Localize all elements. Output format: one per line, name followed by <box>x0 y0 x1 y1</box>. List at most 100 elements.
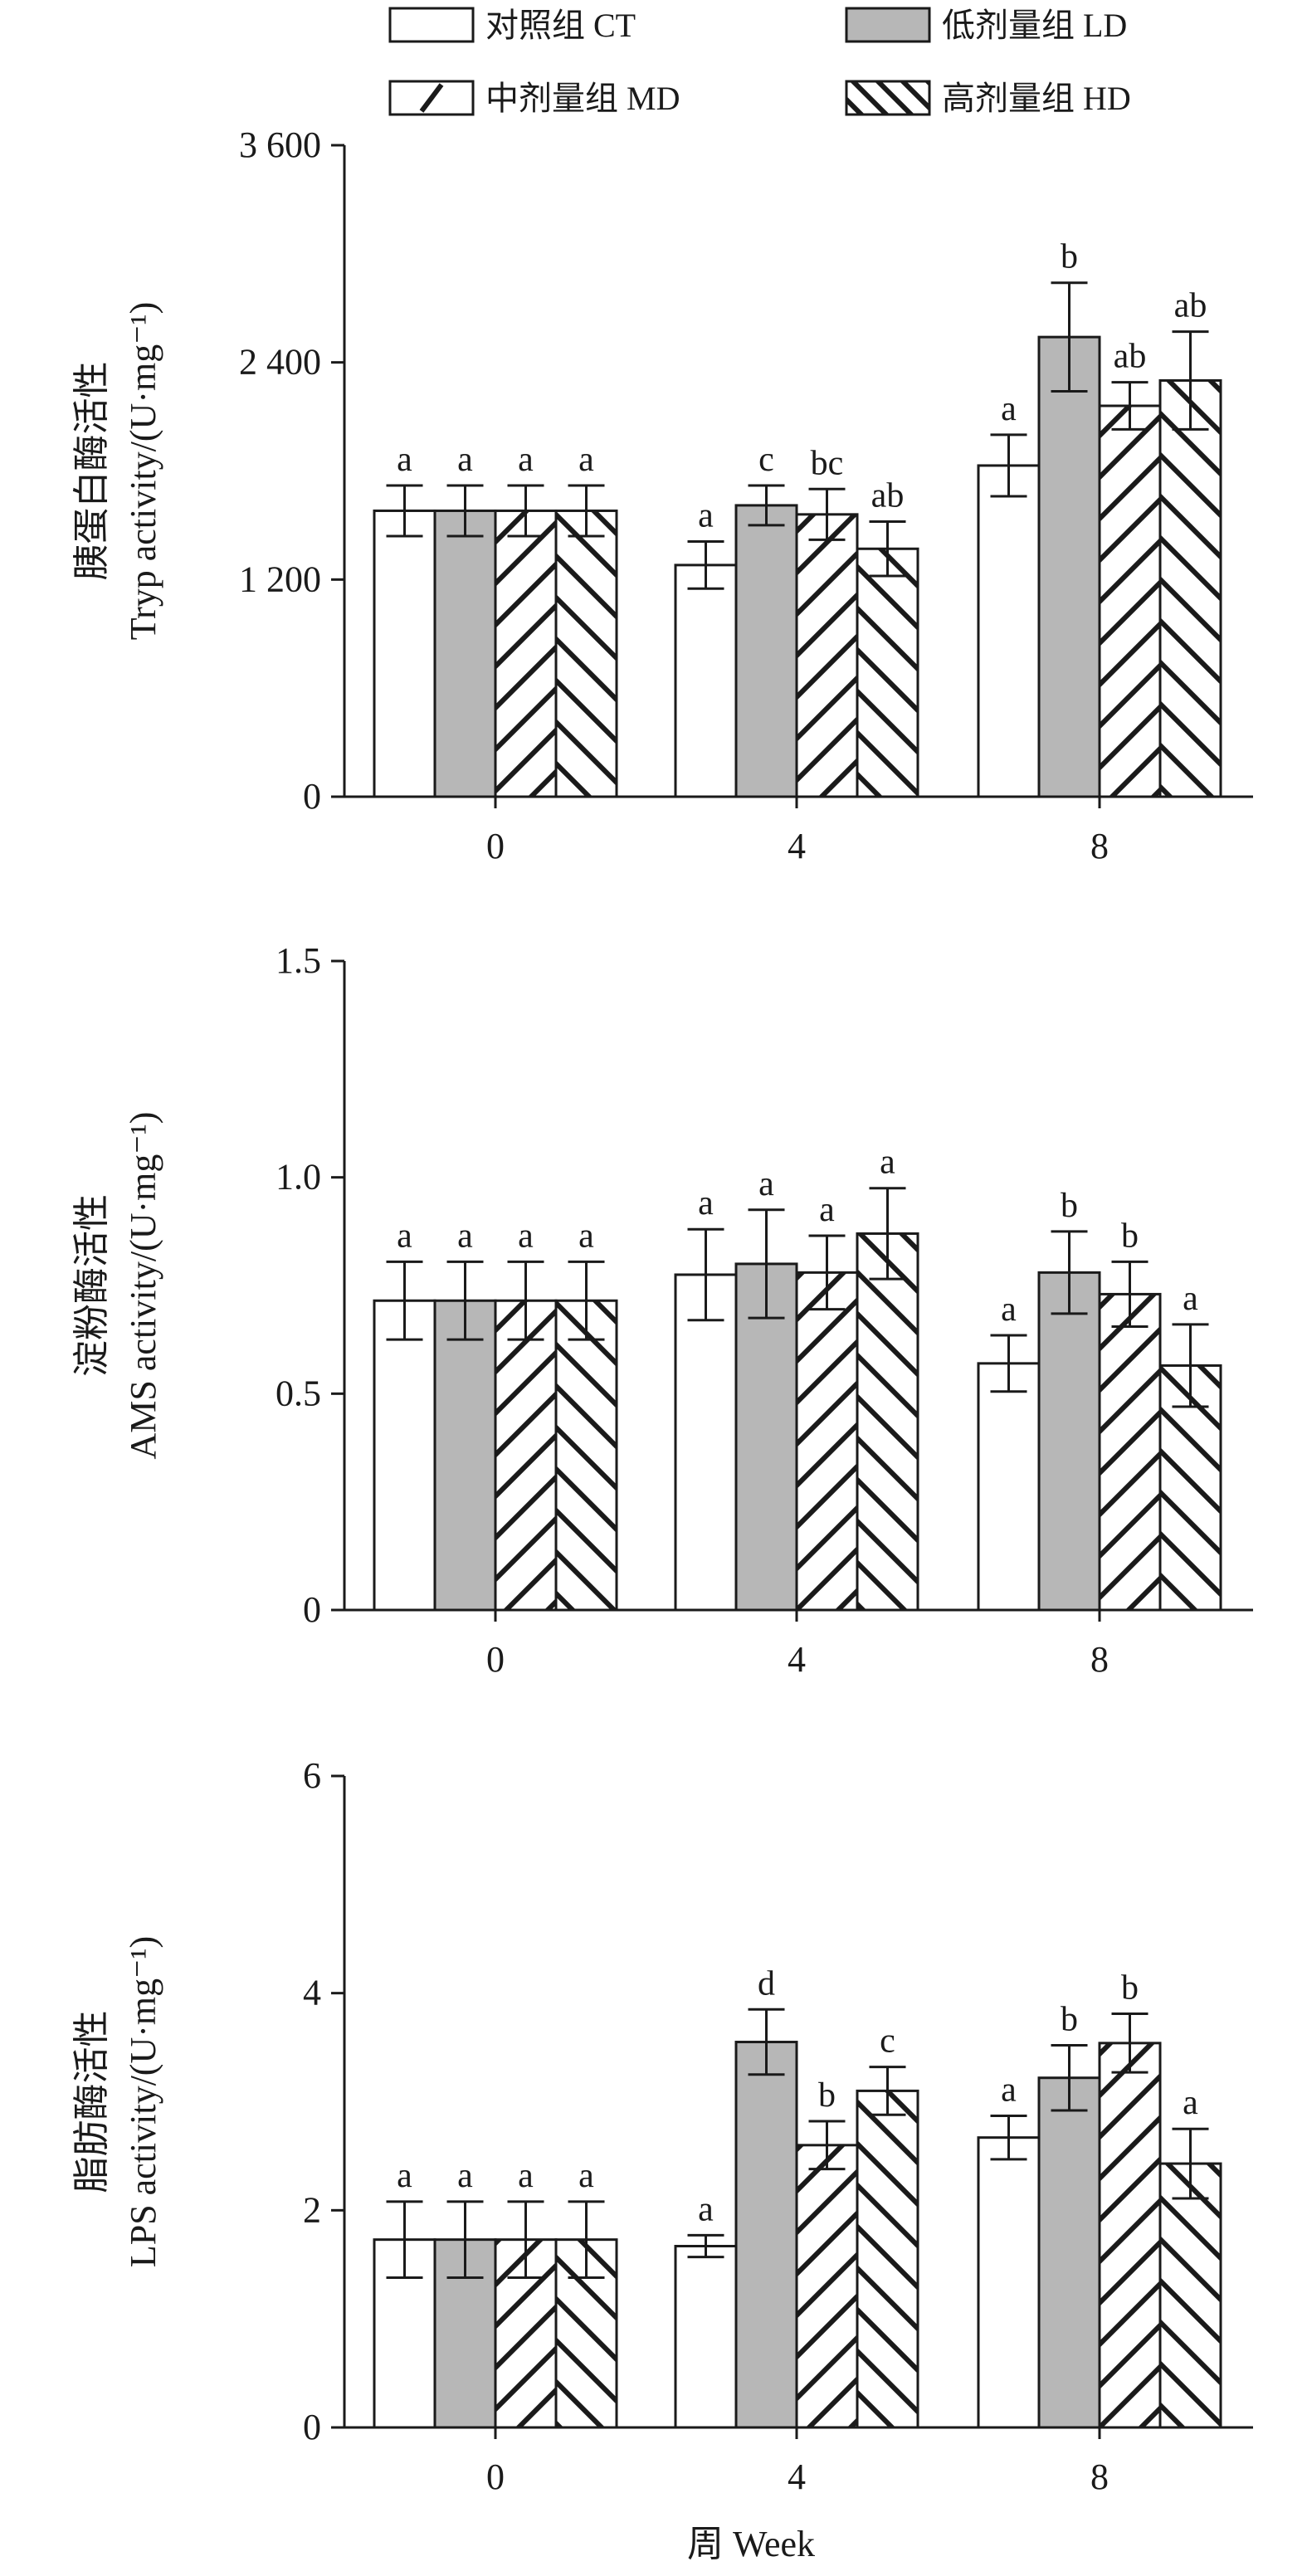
bar-hd <box>554 1299 618 1612</box>
error-bar <box>687 540 724 590</box>
legend-label-ld: 低剂量组 LD <box>942 7 1127 44</box>
x-axis-title: 周 Week <box>687 2524 815 2564</box>
y-axis-label-cn: 胰蛋白酶活性 <box>71 362 112 581</box>
y-tick-label: 4 <box>303 1973 321 2013</box>
y-tick-label: 3 600 <box>239 124 321 165</box>
error-bar <box>1172 330 1209 431</box>
x-tick-label: 0 <box>486 826 505 866</box>
bar-md <box>795 513 859 798</box>
bar-ct <box>674 1273 738 1612</box>
error-bar <box>869 520 906 578</box>
bar-ct <box>977 464 1041 798</box>
legend-item-hd: 高剂量组 HD <box>845 80 1131 117</box>
bar-ld <box>1037 2076 1101 2429</box>
significance-letter: a <box>1001 2071 1017 2110</box>
bar-hd <box>1158 378 1222 798</box>
error-bar <box>507 1260 544 1341</box>
legend-label-md: 中剂量组 MD <box>485 80 680 117</box>
significance-letter: a <box>457 1217 473 1255</box>
significance-letter: ab <box>1174 287 1207 325</box>
error-bar <box>990 433 1027 498</box>
legend-item-md: 中剂量组 MD <box>388 80 680 117</box>
error-bar <box>808 2120 846 2171</box>
bar-md <box>494 1299 558 1612</box>
error-bar <box>1111 381 1149 431</box>
x-tick-label: 0 <box>486 1639 505 1680</box>
y-tick-label: 0.5 <box>276 1373 321 1413</box>
error-bar <box>990 1334 1027 1393</box>
significance-letter: a <box>457 441 473 479</box>
y-tick-label: 2 400 <box>239 342 321 383</box>
significance-letter: b <box>1121 1969 1139 2008</box>
y-tick-label: 1.0 <box>276 1157 321 1198</box>
significance-letter: a <box>1183 1280 1198 1318</box>
legend-label-hd: 高剂量组 HD <box>942 80 1131 117</box>
legend-label-ct: 对照组 CT <box>485 7 636 44</box>
bar-ct <box>977 2136 1041 2429</box>
x-tick-label: 4 <box>788 826 806 866</box>
significance-letter: a <box>698 1184 714 1222</box>
bar-md <box>1098 2042 1162 2429</box>
bar-ld <box>433 1299 497 1612</box>
bar-hd <box>856 2089 919 2429</box>
error-bar <box>869 2066 906 2116</box>
y-axis-label-en: AMS activity/(U·mg⁻¹) <box>123 1112 163 1460</box>
legend-slash-icon <box>419 83 444 113</box>
bar-ct <box>977 1362 1041 1612</box>
legend-swatch-ct <box>388 7 475 43</box>
x-tick-label: 8 <box>1090 826 1109 866</box>
error-bar <box>1111 1260 1149 1329</box>
y-tick-label: 0 <box>303 2407 321 2447</box>
error-bar <box>386 2200 423 2279</box>
error-bar <box>1172 2127 1209 2200</box>
bar-ct <box>373 1299 436 1612</box>
bar-ct <box>674 2245 738 2429</box>
bar-ld <box>734 504 798 798</box>
bar-md <box>795 1271 859 1612</box>
significance-letter: a <box>518 1217 534 1255</box>
bar-hd <box>554 509 618 798</box>
significance-letter: a <box>1183 2084 1198 2122</box>
significance-letter: a <box>518 2157 534 2195</box>
error-bar <box>687 1227 724 1322</box>
error-bar <box>507 2200 544 2279</box>
significance-letter: b <box>818 2076 836 2115</box>
error-bar <box>808 1234 846 1311</box>
bar-ld <box>433 509 497 798</box>
significance-letter: a <box>518 441 534 479</box>
significance-letter: c <box>880 2022 895 2061</box>
significance-letter: a <box>578 2157 594 2195</box>
y-axis-label-cn: 淀粉酶活性 <box>71 1194 112 1377</box>
error-bar <box>1172 1323 1209 1408</box>
error-bar <box>386 484 423 538</box>
bar-md <box>795 2144 859 2429</box>
error-bar <box>446 484 484 538</box>
error-bar <box>446 1260 484 1341</box>
x-tick-label: 8 <box>1090 2456 1109 2497</box>
significance-letter: c <box>758 441 774 479</box>
error-bar <box>446 2200 484 2279</box>
significance-letter: d <box>758 1964 775 2003</box>
error-bar <box>507 484 544 538</box>
bar-ld <box>1037 335 1101 798</box>
error-bar <box>1051 2043 1088 2112</box>
chart-panel-1: 淀粉酶活性 AMS activity/(U·mg⁻¹) 0 0.5 1.0 1.5 a a a a… <box>71 940 1253 1680</box>
y-tick-label: 1.5 <box>276 940 321 981</box>
significance-letter: a <box>397 1217 412 1255</box>
error-bar <box>568 484 605 538</box>
x-tick-label: 8 <box>1090 1639 1109 1680</box>
significance-letter: a <box>1001 1290 1017 1329</box>
y-axis-label-cn: 脂肪酶活性 <box>71 2011 112 2193</box>
y-axis-label-en: Tryp activity/(U·mg⁻¹) <box>123 302 163 641</box>
legend-item-ld: 低剂量组 LD <box>845 7 1127 44</box>
y-tick-label: 0 <box>303 1589 321 1630</box>
bar-ld <box>1037 1271 1101 1612</box>
significance-letter: a <box>698 2190 714 2228</box>
x-tick-label: 0 <box>486 2456 505 2497</box>
y-axis-label: 淀粉酶活性 AMS activity/(U·mg⁻¹) <box>71 1112 163 1460</box>
error-bar <box>869 1187 906 1281</box>
significance-letter: a <box>880 1144 895 1182</box>
